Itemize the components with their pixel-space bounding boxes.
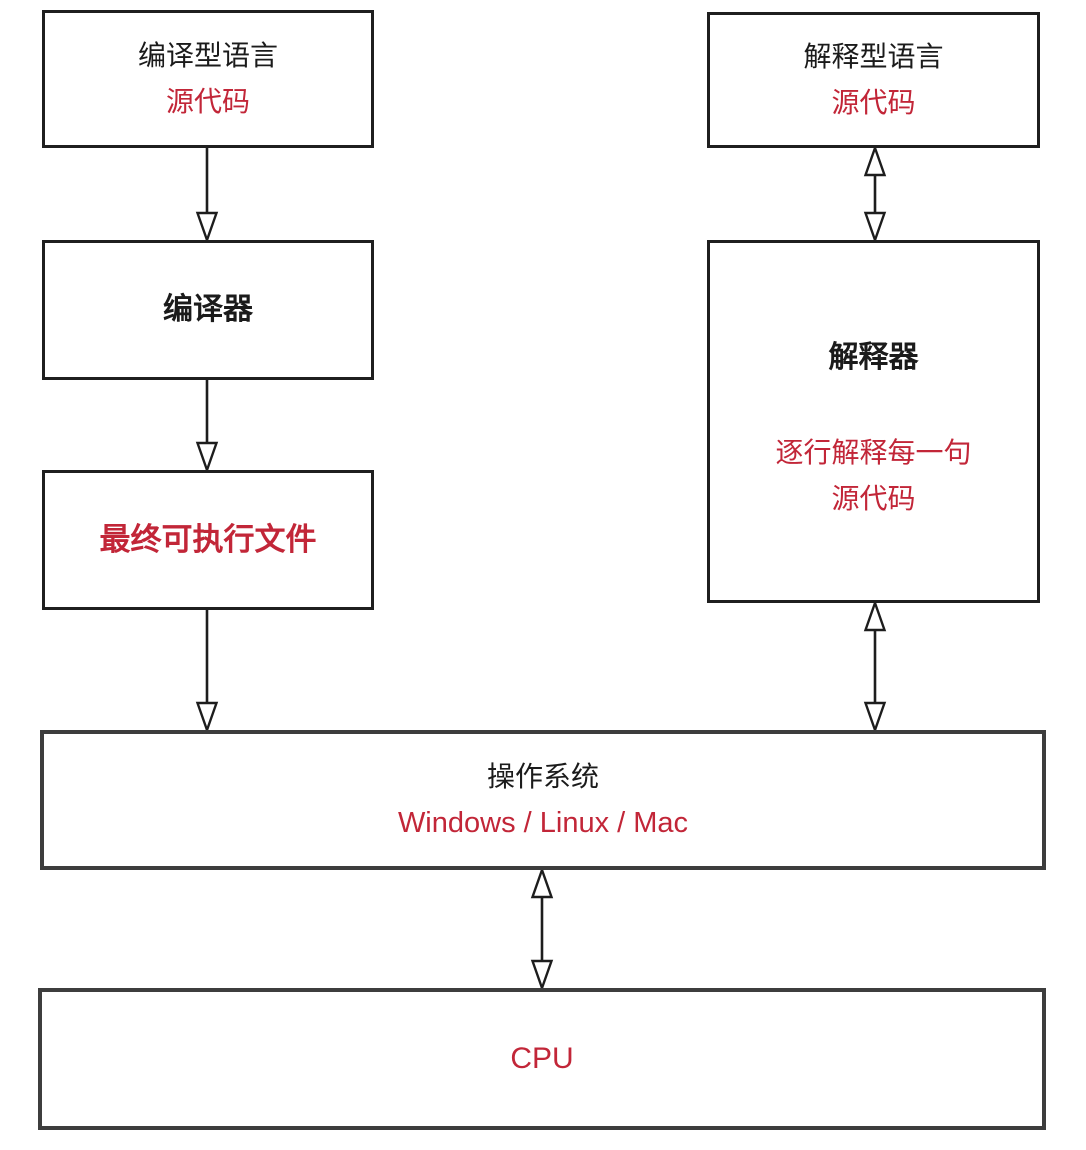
cpu-title: CPU (510, 1042, 574, 1075)
arrow-source-to-compiler (195, 148, 219, 240)
executable-file-box: 最终可执行文件 (42, 470, 374, 610)
arrow-executable-to-os (195, 610, 219, 730)
interpreter-desc-line1: 逐行解释每一句 (775, 437, 972, 468)
interpreted-language-title: 解释型语言 (803, 41, 944, 72)
os-title: 操作系统 (486, 761, 599, 792)
compiler-title: 编译器 (163, 293, 253, 326)
compiled-language-title: 编译型语言 (137, 40, 278, 71)
interpreted-source-code-label: 源代码 (831, 87, 916, 118)
interpreted-language-source-box: 解释型语言 源代码 (707, 12, 1040, 148)
cpu-box: CPU (38, 988, 1046, 1130)
interpreter-title: 解释器 (828, 341, 919, 374)
interpreter-box: 解释器 逐行解释每一句 源代码 (707, 240, 1040, 603)
arrow-source-interpreter-bidirectional (863, 148, 887, 240)
interpreter-desc-line2: 源代码 (831, 483, 916, 514)
compiled-source-code-label: 源代码 (165, 86, 250, 117)
arrow-compiler-to-executable (195, 380, 219, 470)
executable-file-title: 最终可执行文件 (99, 522, 317, 557)
compiler-box: 编译器 (42, 240, 374, 380)
os-platforms-label: Windows / Linux / Mac (397, 807, 689, 839)
interpreter-description: 逐行解释每一句 源代码 (775, 430, 971, 522)
compiled-language-source-box: 编译型语言 源代码 (42, 10, 374, 148)
operating-system-box: 操作系统 Windows / Linux / Mac (40, 730, 1046, 870)
arrow-interpreter-os-bidirectional (863, 603, 887, 730)
arrow-os-cpu-bidirectional (530, 870, 554, 988)
